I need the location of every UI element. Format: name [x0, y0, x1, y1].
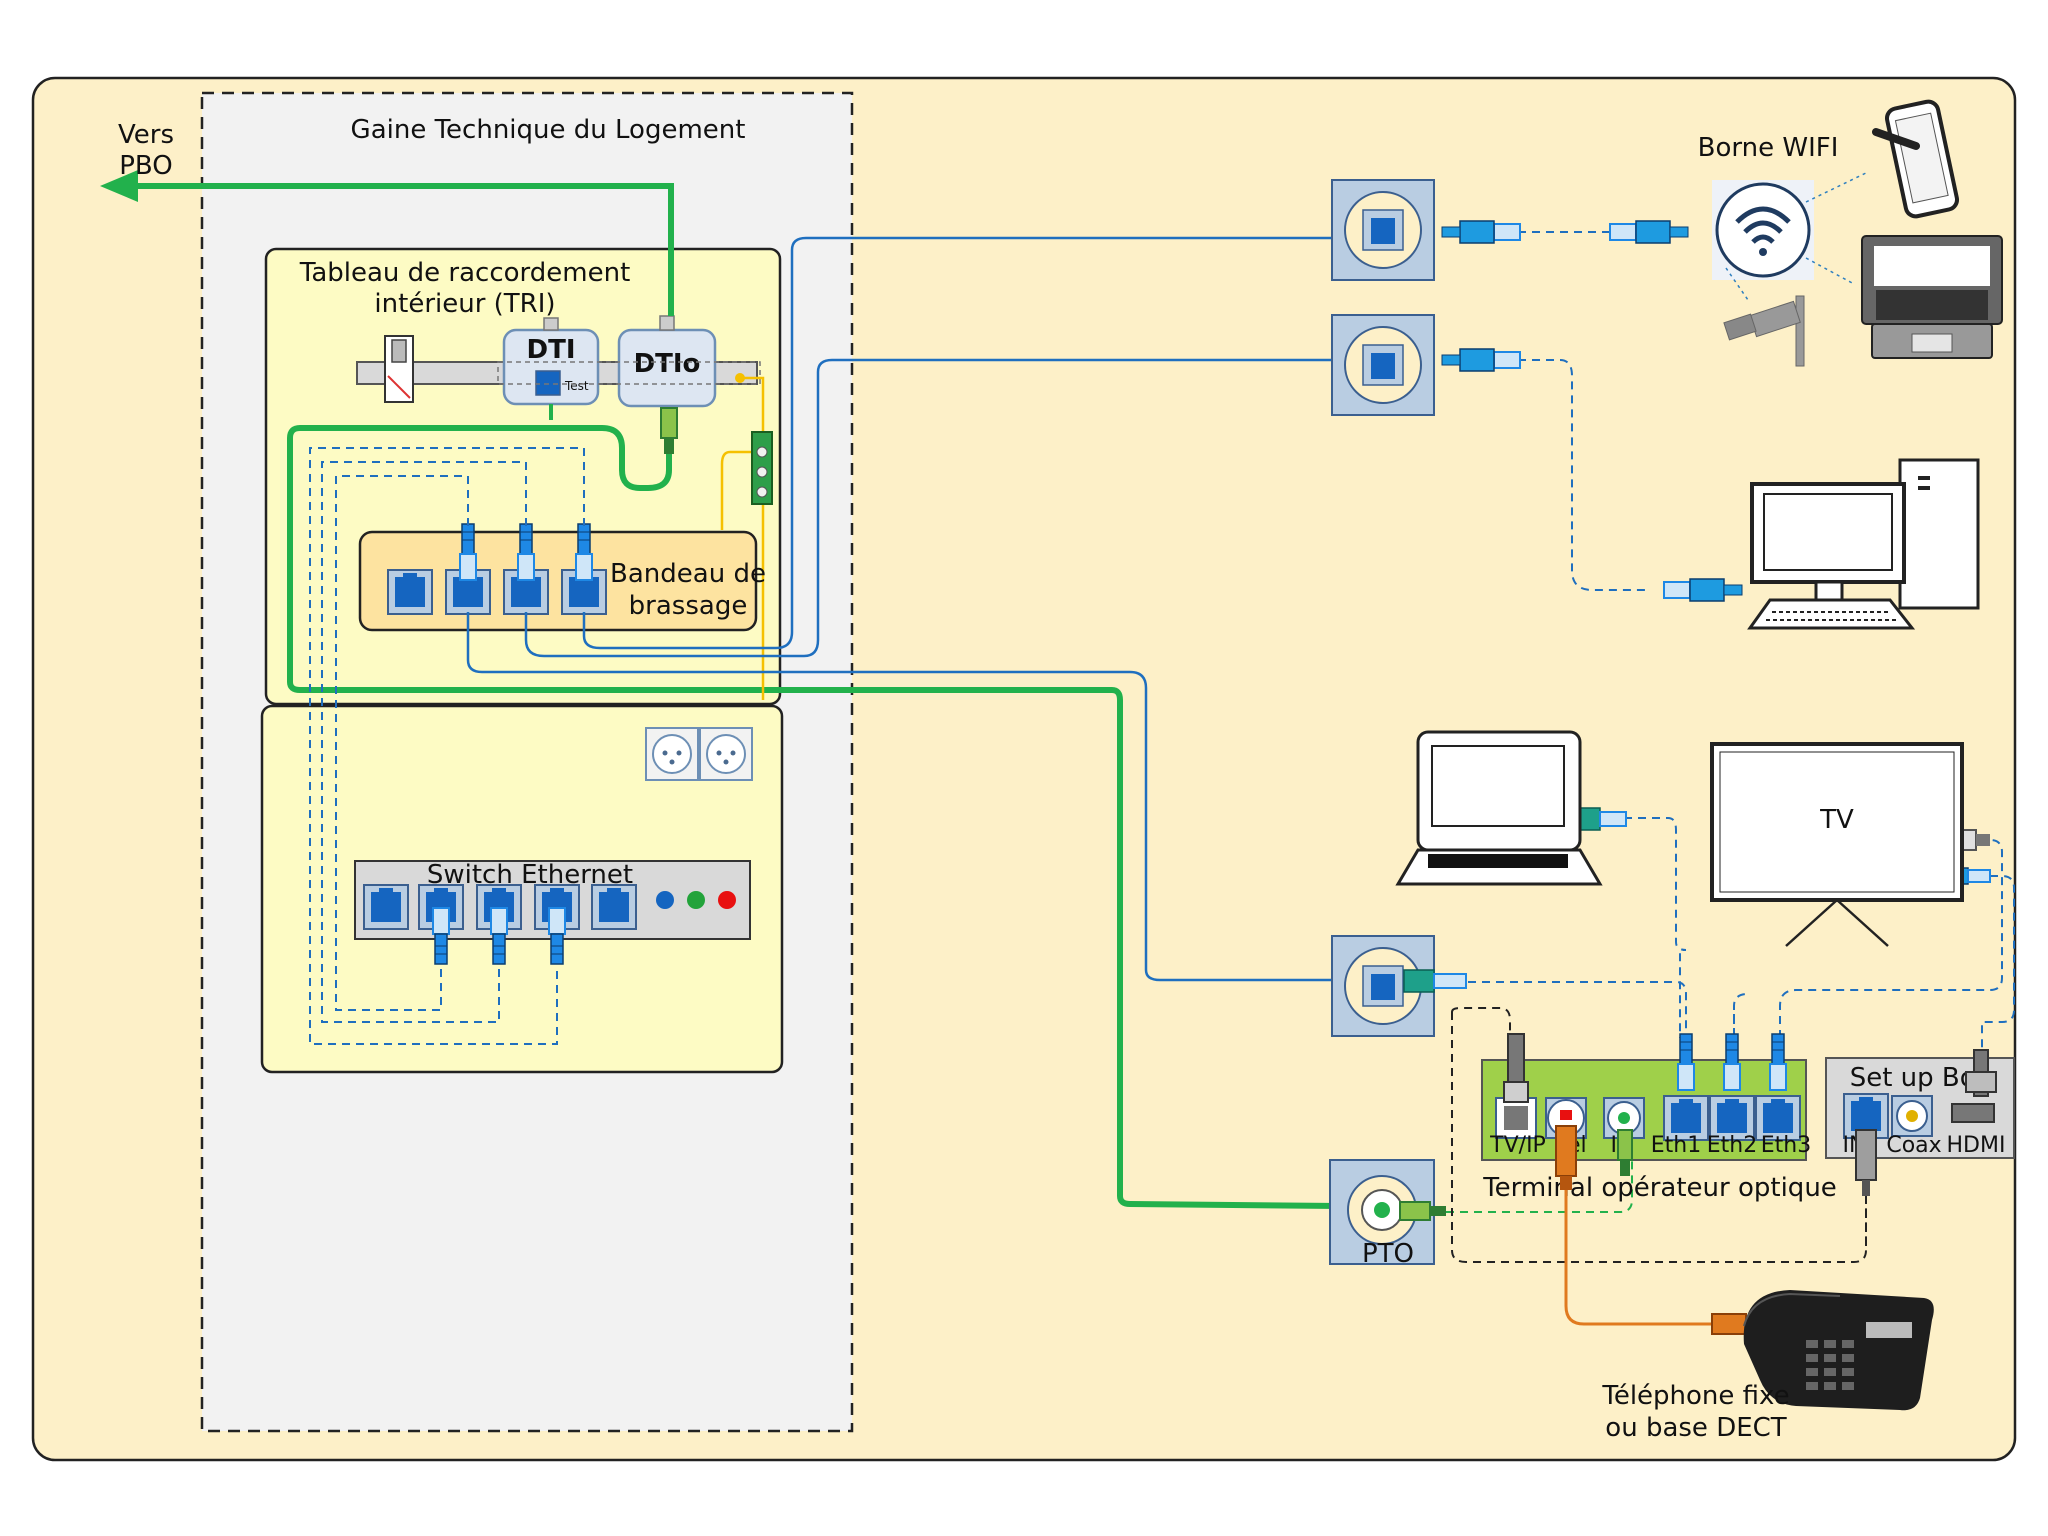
- switch-port-5: [591, 884, 637, 930]
- ont-enclosure: [1451, 1012, 1867, 1263]
- phone-plug-ont: [1555, 1125, 1577, 1190]
- ethernet-line-1: [582, 236, 1332, 650]
- cable-tv-hdmi: [1981, 875, 2015, 1058]
- rj45-connector-icon: [1769, 1033, 1787, 1091]
- switch-led-blue: [656, 891, 674, 909]
- camera-icon: [1723, 295, 1805, 367]
- ont-label-eth3: Eth3: [1761, 1133, 1811, 1158]
- switch-led-red: [718, 891, 736, 909]
- phone-cable: [1564, 1130, 1712, 1326]
- ont-label-tvip: TV/IP: [1489, 1133, 1546, 1158]
- patch-panel-label-line1: Bandeau de: [610, 559, 766, 589]
- wall-outlet-2: [1331, 314, 1435, 416]
- patch-port-1: [387, 569, 433, 615]
- fiber-connector-dtio: [660, 407, 678, 454]
- phone-label-line2: ou base DECT: [1605, 1413, 1786, 1443]
- tv-icon: [1710, 742, 1964, 947]
- dtio-label: DTIo: [634, 349, 701, 379]
- pto-label: PTO: [1362, 1239, 1414, 1269]
- dti-label: DTI: [527, 335, 576, 365]
- earth-wire: [720, 376, 765, 700]
- wall-outlet-1: [1331, 179, 1435, 281]
- patch-cord-1: [309, 447, 585, 1045]
- to-pbo-label-line1: Vers: [118, 120, 174, 150]
- rj45-connector-icon: [459, 523, 477, 581]
- rj45-connector-icon: [1723, 1033, 1741, 1091]
- power-outlet-icon: [699, 727, 753, 781]
- ont-label-eth2: Eth2: [1707, 1133, 1757, 1158]
- rj45-connector-icon: [1403, 969, 1467, 993]
- dti-test-port: [535, 370, 561, 396]
- phone-icon: [1743, 1290, 1934, 1411]
- gaine-title: Gaine Technique du Logement: [351, 115, 746, 145]
- ont-label-eth1: Eth1: [1651, 1133, 1701, 1158]
- fiber-pto-ont: [1432, 1132, 1633, 1213]
- fiber-to-pbo: [130, 183, 674, 316]
- rj45-connector-icon: [490, 907, 508, 965]
- patch-cord-3: [335, 475, 469, 1011]
- rj45-connector-icon: [517, 523, 535, 581]
- cable-ont-eth3-tv: [1779, 839, 2003, 1038]
- wifi-label: Borne WIFI: [1698, 133, 1839, 163]
- desktop-icon: [1747, 458, 1980, 630]
- tablet-icon: [1872, 99, 1960, 219]
- rj45-connector-icon: [575, 523, 593, 581]
- power-outlet-icon: [645, 727, 699, 781]
- to-pbo-label-line2: PBO: [119, 151, 173, 181]
- tri-title-line2: intérieur (TRI): [374, 289, 555, 319]
- laptop-icon: [1395, 730, 1603, 886]
- patch-cord-2: [321, 461, 527, 1023]
- ont-title: Terminal opérateur optique: [1482, 1173, 1837, 1203]
- cable-ont-eth2: [1733, 993, 1749, 1038]
- wall-outlet-3: [1331, 935, 1435, 1037]
- rj45-connector-icon: [432, 907, 450, 965]
- rj45-connector-icon: [548, 907, 566, 965]
- ethernet-line-2: [524, 358, 1332, 658]
- hdmi-plug: [1965, 1049, 1997, 1097]
- phone-label-line1: Téléphone fixe: [1601, 1381, 1789, 1411]
- rj45-connector-icon: [1677, 1033, 1695, 1091]
- cable-laptop: [1624, 817, 1687, 1038]
- ethernet-line-3: [466, 612, 1332, 982]
- switch-led-green: [687, 891, 705, 909]
- stb-label-coax: Coax: [1886, 1133, 1941, 1158]
- fiber-connector-pto: [1399, 1201, 1446, 1221]
- tv-label: TV: [1819, 805, 1854, 835]
- laptop-icon: [1861, 235, 2003, 359]
- tri-title-line1: Tableau de raccordement: [299, 258, 631, 288]
- stb-label-hdmi: HDMI: [1947, 1133, 2006, 1158]
- dti-test-label: Test: [564, 379, 589, 393]
- stb-port-hdmi: [1951, 1103, 1995, 1123]
- cable-outlet3-eth1: [1468, 981, 1687, 1038]
- patch-panel-label-line2: brassage: [629, 591, 748, 621]
- stb-in-plug: [1855, 1129, 1877, 1196]
- fiber-plug-in: [1617, 1129, 1633, 1176]
- cable-desktop: [1518, 359, 1650, 591]
- wifi-icon: [1712, 180, 1814, 280]
- arrow-to-pbo-icon: [100, 170, 138, 202]
- switch-port-1: [363, 884, 409, 930]
- coax-plug-tvip: [1503, 1033, 1529, 1103]
- fiber-tri-to-pto: [287, 410, 1341, 1209]
